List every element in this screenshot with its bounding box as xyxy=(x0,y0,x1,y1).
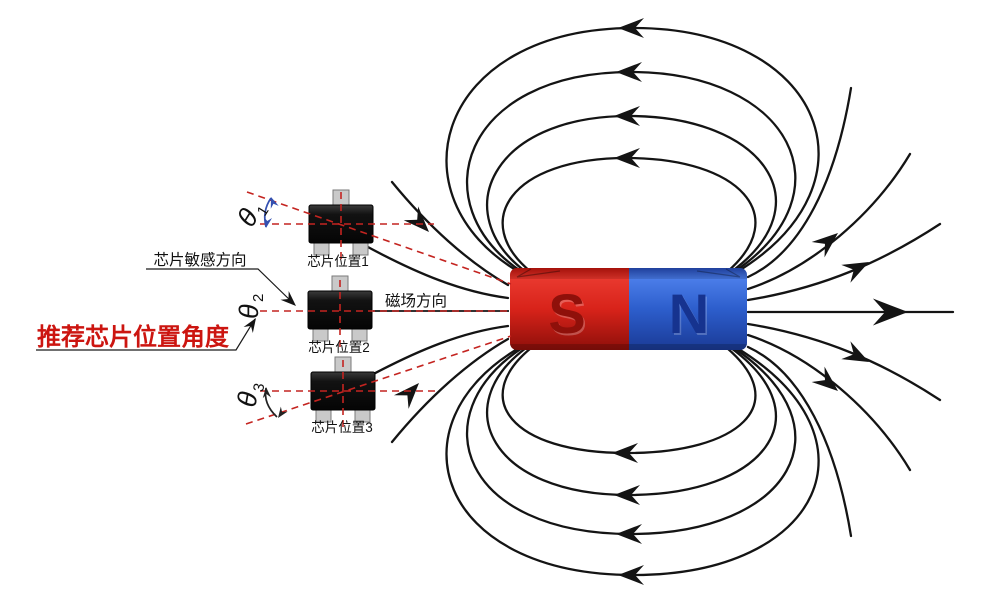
field-line-top-loop-2 xyxy=(466,70,797,274)
field-line-left-1 xyxy=(390,180,510,287)
recommended-angle-leader xyxy=(36,318,256,351)
arrow-icon xyxy=(811,366,838,391)
field-line-left-2 xyxy=(364,244,510,300)
theta1-arc-arrow-bottom xyxy=(263,216,273,228)
arrow-icon xyxy=(614,485,640,505)
chip1-label: 芯片位置1 xyxy=(307,254,369,269)
field-line-left-4 xyxy=(390,337,510,444)
arrow-icon xyxy=(618,565,644,585)
theta1-symbol: θ 1 xyxy=(231,203,272,232)
leader-lines xyxy=(36,268,296,351)
field-arrows xyxy=(393,18,908,585)
field-line-right-3 xyxy=(746,222,942,302)
magnet-chamfer-right xyxy=(696,268,741,278)
south-pole-letter: S xyxy=(548,282,585,345)
arrow-icon xyxy=(614,148,640,168)
recommended-angle-label: 推荐芯片位置角度 xyxy=(37,323,230,351)
angle-arcs xyxy=(262,197,288,418)
arrow-icon xyxy=(243,318,256,333)
magnet-top-shade xyxy=(510,268,747,279)
north-pole-letter: N xyxy=(670,284,710,347)
field-line-top-loop-4 xyxy=(501,156,757,274)
arrow-icon xyxy=(616,62,642,82)
field-line-bottom-loop-2 xyxy=(466,346,797,536)
field-line-bottom-loop-4 xyxy=(501,346,757,455)
theta2-symbol: θ 2 xyxy=(234,294,267,319)
field-direction-label: 磁场方向 xyxy=(385,292,447,310)
theta1-arc-arrow-top xyxy=(270,197,279,209)
arrow-icon xyxy=(811,233,838,258)
field-line-right-1 xyxy=(746,86,853,279)
north-pole-letter: N xyxy=(669,282,709,345)
arrow-icon xyxy=(280,290,296,306)
theta3-arc-arrow-bottom xyxy=(278,406,288,418)
field-line-right-4 xyxy=(746,322,942,402)
bar-magnet: S S N N xyxy=(510,268,747,350)
arrow-icon xyxy=(841,341,869,362)
field-line-top-loop-3 xyxy=(486,114,777,274)
chip1-sensitive-axis xyxy=(246,191,512,285)
arrow-icon xyxy=(614,106,640,126)
magnet-north-half xyxy=(629,268,747,350)
field-line-top-loop-1 xyxy=(445,26,820,274)
sensitive-direction-leader xyxy=(146,268,295,305)
field-line-right-6 xyxy=(746,345,853,538)
field-line-left-3 xyxy=(364,324,510,380)
svg-text:2: 2 xyxy=(250,294,267,302)
arrow-icon xyxy=(612,443,638,463)
magnet-south-half xyxy=(510,268,629,350)
sensitive-axes xyxy=(245,191,512,427)
field-line-bottom-loop-3 xyxy=(486,346,777,497)
field-lines xyxy=(364,18,955,585)
magnet-chamfer-left xyxy=(516,268,561,278)
theta3-symbol: θ 3 xyxy=(232,382,269,409)
chip2-label: 芯片位置2 xyxy=(308,340,370,355)
south-pole-letter: S xyxy=(550,284,587,347)
chip3-sensitive-axis xyxy=(245,335,512,425)
theta3-arc-arrow-top xyxy=(262,387,272,399)
chip3-label: 芯片位置3 xyxy=(311,420,373,435)
magnet-bottom-shade xyxy=(510,344,747,350)
field-line-bottom-loop-1 xyxy=(445,346,820,577)
field-line-right-2 xyxy=(746,152,912,291)
arrow-icon xyxy=(403,206,429,232)
arrow-icon xyxy=(841,262,869,283)
arrow-icon xyxy=(616,524,642,544)
field-line-right-5 xyxy=(746,333,912,472)
svg-text:3: 3 xyxy=(250,382,268,393)
arrow-icon xyxy=(618,18,644,38)
svg-text:θ: θ xyxy=(234,304,264,319)
arrow-icon xyxy=(872,298,908,326)
arrow-icon xyxy=(393,383,419,409)
sensitive-direction-label: 芯片敏感方向 xyxy=(153,251,246,269)
svg-text:θ: θ xyxy=(232,389,264,409)
